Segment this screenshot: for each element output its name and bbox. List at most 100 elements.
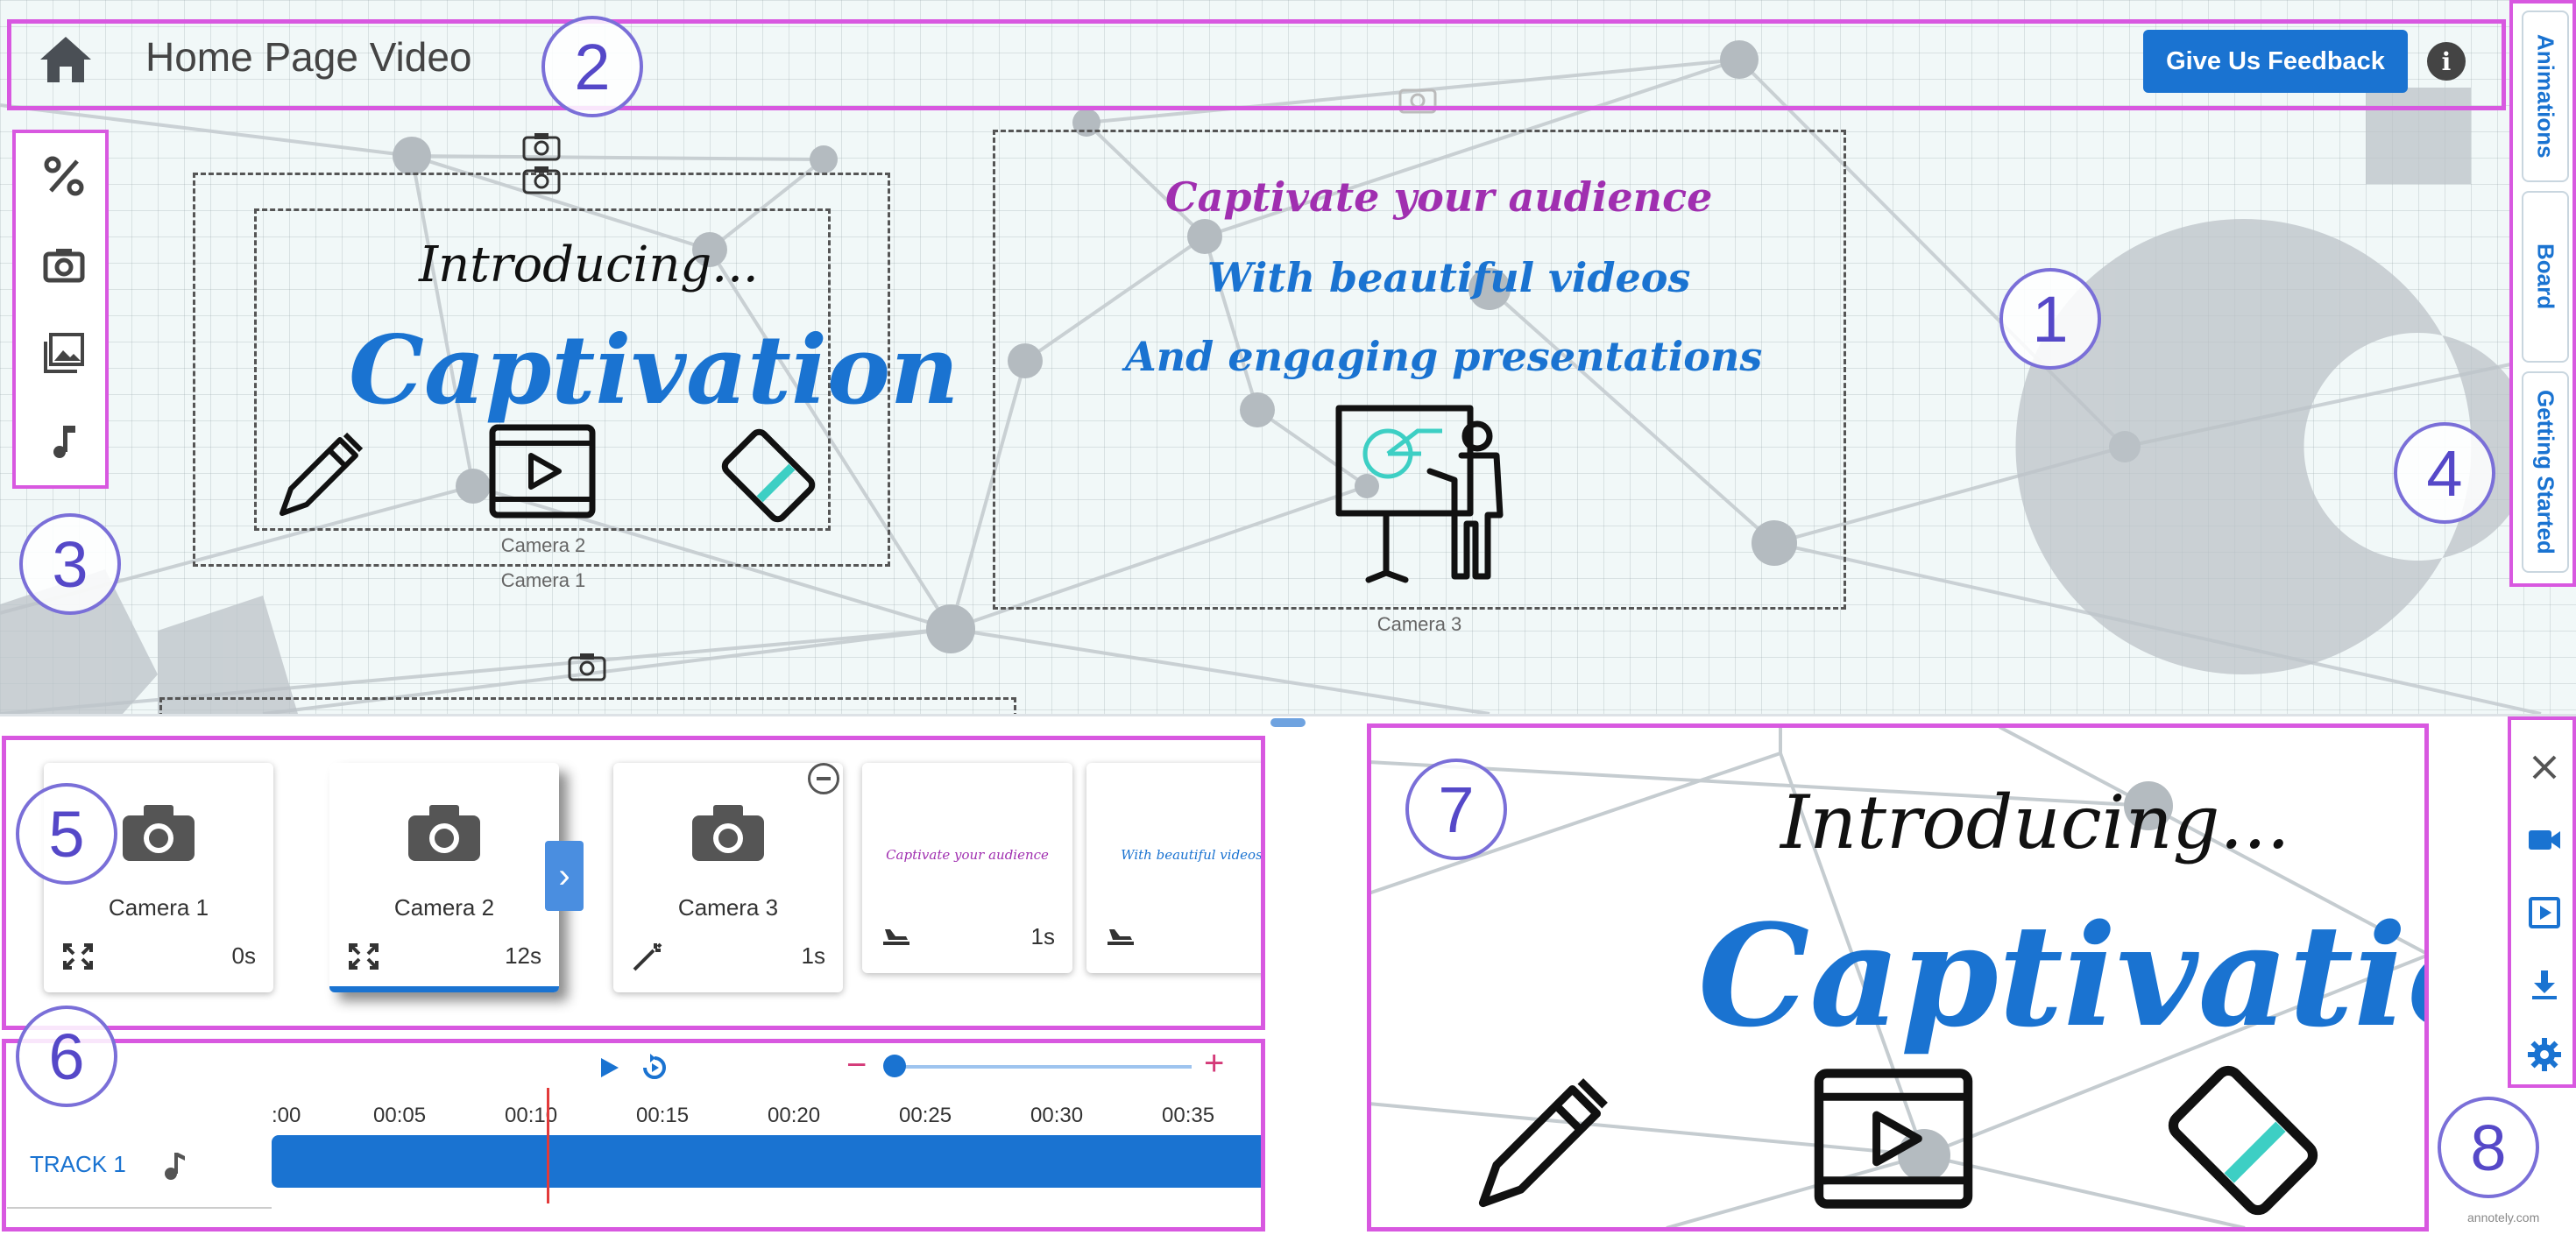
timeline-tick: 00:15 (636, 1104, 690, 1127)
video-play-icon[interactable] (489, 424, 596, 519)
camera-cards-strip: Camera 1 0s Camera 2 12s › Camera 3 1s C… (7, 738, 1262, 1027)
card-duration: 1s (801, 942, 825, 969)
music-icon[interactable] (42, 419, 86, 462)
camera-2-frame[interactable] (254, 208, 831, 531)
play-icon[interactable] (596, 1055, 622, 1081)
action-rail (2508, 716, 2576, 1088)
close-icon[interactable] (2527, 750, 2562, 785)
brand-text[interactable]: Captivation (349, 315, 959, 426)
camera-1-label: Camera 1 (500, 569, 586, 591)
network-background (0, 40, 2576, 714)
tab-board[interactable]: Board (2522, 191, 2569, 363)
timeline-tick: 00:20 (768, 1104, 821, 1127)
camera-4-handle-icon[interactable] (568, 652, 606, 681)
side-tabs: Animations Board Getting Started (2509, 0, 2576, 587)
camera-2-label: Camera 2 (500, 534, 586, 556)
pen-icon[interactable] (272, 427, 368, 524)
annotation-badge-5: 5 (16, 783, 117, 885)
preview-pen-icon (1478, 1078, 1608, 1208)
zoom-in-button[interactable]: + (1204, 1044, 1225, 1083)
images-icon[interactable] (42, 331, 86, 375)
fullscreen-icon[interactable] (61, 942, 95, 971)
camera-icon (123, 805, 195, 861)
zoom-slider-thumb[interactable] (883, 1055, 906, 1077)
feedback-button[interactable]: Give Us Feedback (2143, 30, 2408, 93)
plane-icon[interactable] (880, 922, 913, 952)
slide2-line-3[interactable]: And engaging presentations (1125, 333, 1763, 380)
panel-resize-handle[interactable] (1270, 718, 1306, 727)
annotation-badge-4: 4 (2394, 422, 2495, 524)
timeline-tick: 00:05 (373, 1104, 427, 1127)
timeline: − + :00 00:05 00:10 00:15 00:20 00:25 00… (7, 1042, 1262, 1228)
camera-3-frame[interactable] (993, 130, 1846, 610)
magic-wand-icon[interactable] (631, 942, 664, 971)
presenter-icon[interactable] (1334, 401, 1518, 583)
page-title[interactable]: Home Page Video (145, 34, 472, 80)
camera-3-label: Camera 3 (1376, 613, 1462, 635)
playhead[interactable] (547, 1088, 549, 1203)
camera-4-frame[interactable] (159, 697, 1016, 714)
annotation-badge-3: 3 (19, 513, 121, 615)
card-name: Camera 2 (393, 894, 495, 921)
card-slide-2[interactable]: With beautiful videos (1086, 763, 1262, 973)
chevron-right-icon[interactable]: › (545, 841, 584, 911)
annotation-badge-7: 7 (1405, 759, 1507, 860)
zoom-out-button[interactable]: − (846, 1046, 867, 1084)
intro-text[interactable]: Introducing... (419, 236, 759, 293)
camera-2-handle-icon[interactable] (522, 165, 561, 194)
preview-panel: Introducing... Captivation (1369, 727, 2429, 1228)
timeline-tick: :00 (272, 1104, 301, 1127)
track-divider (7, 1207, 272, 1209)
card-camera-3[interactable]: Camera 3 1s (613, 763, 843, 992)
tab-animations-label: Animations (2532, 34, 2559, 159)
timeline-tick: 00:10 (505, 1104, 558, 1127)
board-canvas[interactable]: Camera 2 Camera 1 Introducing... Captiva… (0, 0, 2576, 714)
home-icon[interactable] (35, 32, 96, 88)
settings-icon[interactable] (2527, 1037, 2562, 1072)
card-name: Camera 1 (108, 894, 209, 921)
watermark: annotely.com (2467, 1210, 2540, 1224)
preview-intro-text: Introducing... (1780, 780, 2290, 865)
annotation-badge-1: 1 (1999, 268, 2101, 370)
card-progress (329, 986, 559, 992)
plane-icon[interactable] (1104, 922, 1137, 952)
top-bar: Home Page Video Give Us Feedback i (0, 0, 2506, 123)
record-icon[interactable] (2527, 822, 2562, 857)
remove-card-icon[interactable] (808, 763, 839, 794)
camera-1-handle-icon[interactable] (522, 131, 561, 161)
camera-icon (692, 805, 764, 861)
replay-icon[interactable] (640, 1053, 669, 1083)
tab-animations[interactable]: Animations (2522, 11, 2569, 182)
fullscreen-icon[interactable] (347, 942, 380, 971)
card-thumb-text: Captivate your audience (886, 847, 1049, 863)
track-music-icon[interactable] (161, 1149, 188, 1181)
play-preview-icon[interactable] (2527, 895, 2562, 930)
camera-icon (408, 805, 480, 861)
card-slide-1[interactable]: Captivate your audience 1s (862, 763, 1072, 973)
annotation-badge-6: 6 (16, 1006, 117, 1107)
transition-icon[interactable] (42, 154, 86, 198)
card-camera-2[interactable]: Camera 2 12s (329, 763, 559, 992)
timeline-tick: 00:25 (899, 1104, 952, 1127)
tab-getting-started[interactable]: Getting Started (2522, 371, 2569, 573)
card-duration: 1s (1030, 923, 1055, 949)
timeline-tick: 00:30 (1030, 1104, 1084, 1127)
card-duration: 0s (231, 942, 256, 969)
timeline-tick: 00:35 (1162, 1104, 1215, 1127)
slide2-line-2[interactable]: With beautiful videos (1207, 254, 1691, 301)
card-name: Camera 3 (677, 894, 779, 921)
card-duration: 12s (505, 942, 541, 969)
card-thumb-text: With beautiful videos (1121, 847, 1262, 863)
annotation-badge-8: 8 (2438, 1097, 2539, 1198)
track-label[interactable]: TRACK 1 (30, 1151, 126, 1177)
slide2-line-1[interactable]: Captivate your audience (1165, 173, 1713, 221)
camera-tool-icon[interactable] (42, 243, 86, 287)
download-icon[interactable] (2527, 967, 2562, 1002)
track-clip[interactable] (272, 1135, 1262, 1188)
preview-brand-text: Captivation (1698, 893, 2429, 1058)
info-icon[interactable]: i (2427, 42, 2466, 81)
eraser-icon[interactable] (720, 427, 817, 524)
zoom-slider-track[interactable] (894, 1065, 1192, 1069)
preview-eraser-icon (2168, 1065, 2318, 1216)
